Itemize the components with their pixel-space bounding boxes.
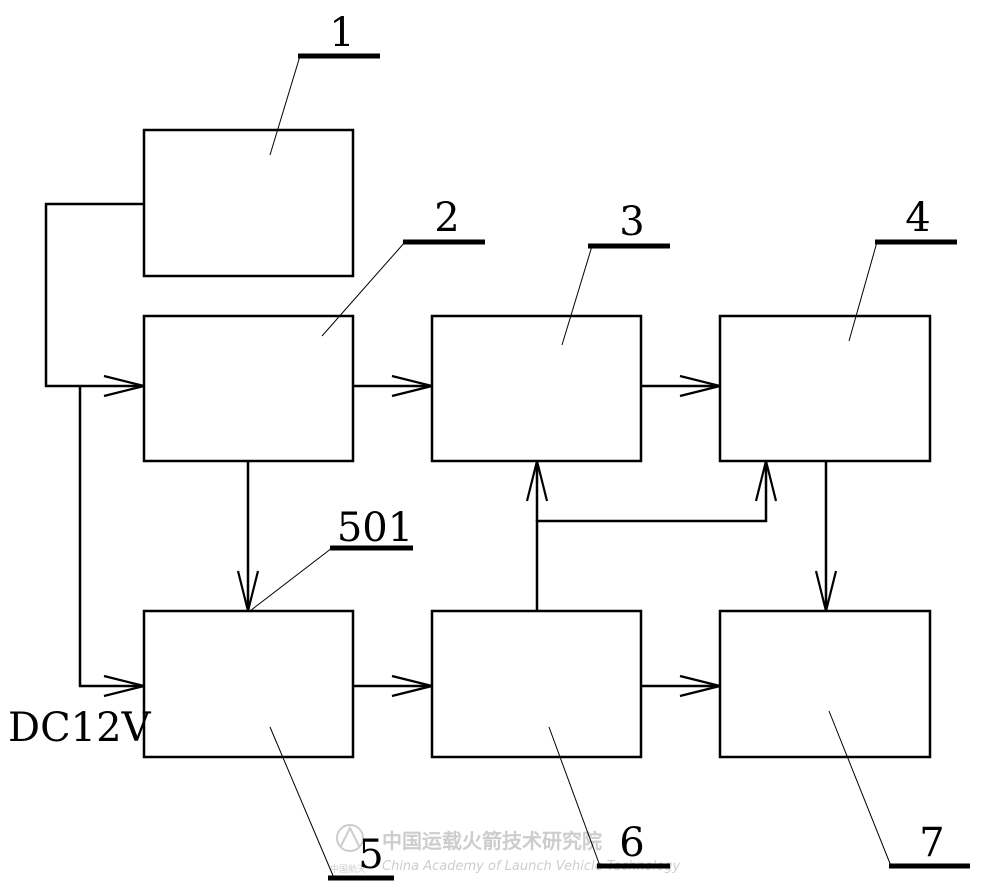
wire-block1-to-block2 — [44, 202, 144, 388]
leader-line-4 — [848, 241, 878, 342]
leader-line-7 — [828, 710, 892, 867]
watermark: 中国航天 中国运载火箭技术研究院 China Academy of Launch… — [330, 824, 680, 875]
watermark-english-text: China Academy of Launch Vehicle Technolo… — [382, 859, 680, 874]
wire-bus-to-block5 — [78, 386, 144, 688]
block-5 — [142, 609, 355, 759]
connections — [44, 202, 828, 688]
labels: 1 2 3 4 501 5 6 7 DC12V — [8, 10, 945, 878]
label-block-6: 6 — [619, 820, 644, 866]
label-block-3: 3 — [619, 199, 644, 245]
label-block-4: 4 — [905, 195, 930, 241]
leader-line-6 — [548, 726, 601, 867]
leader-line-5 — [269, 726, 335, 879]
label-input-point-501: 501 — [337, 505, 413, 551]
label-block-7: 7 — [919, 820, 944, 866]
block-6 — [430, 609, 643, 759]
block-2 — [142, 314, 355, 463]
blocks — [142, 128, 932, 759]
leader-line-2 — [321, 241, 406, 337]
label-block-5: 5 — [358, 832, 383, 878]
leader-line-501 — [249, 547, 333, 612]
wire-block6-to-block4 — [535, 461, 768, 611]
block-7 — [718, 609, 932, 759]
leader-line-3 — [561, 245, 593, 346]
watermark-logo-icon — [336, 824, 364, 852]
power-supply-label: DC12V — [8, 705, 152, 751]
watermark-small-text: 中国航天 — [330, 863, 366, 875]
watermark-chinese-text: 中国运载火箭技术研究院 — [382, 829, 602, 853]
label-block-2: 2 — [434, 195, 459, 241]
label-block-1: 1 — [329, 10, 354, 56]
block-3 — [430, 314, 643, 463]
callouts — [249, 53, 970, 881]
block-4 — [718, 314, 932, 463]
block-1 — [142, 128, 355, 278]
leader-line-1 — [269, 55, 301, 156]
